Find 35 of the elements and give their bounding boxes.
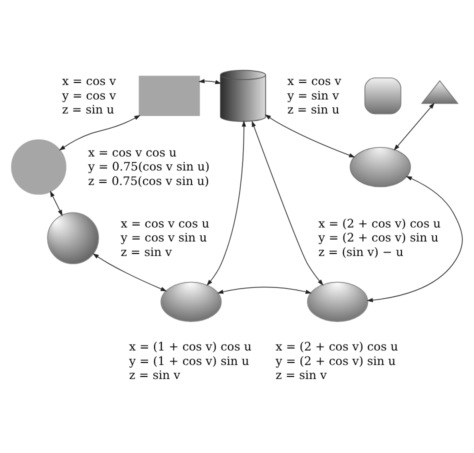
node-label: z = sin u [287, 102, 340, 117]
node-label: x = cos v [287, 74, 342, 88]
arrow [394, 102, 435, 151]
node-box [138, 76, 200, 116]
arrow [59, 115, 140, 150]
node-label: z = sin v [120, 244, 172, 259]
node-cone [420, 80, 459, 104]
node-label: y = (2 + cos v) sin u [276, 354, 396, 368]
node-label: y = 0.75(cos v sin u) [88, 160, 210, 174]
arrow [217, 286, 312, 294]
node-label: z = (sin v) − u [318, 244, 404, 259]
node-label: z = sin v [276, 368, 327, 382]
node-label: y = (2 + cos v) sin u [318, 230, 438, 245]
arrow [198, 79, 222, 84]
arrow [206, 120, 246, 286]
node-label: x = (2 + cos v) cos u [276, 340, 398, 354]
node-label: x = (2 + cos v) cos u [318, 216, 441, 231]
arrow [50, 190, 63, 216]
node-label: z = sin u [62, 102, 114, 117]
node-label: x = (1 + cos v) cos u [129, 340, 252, 354]
node-label: y = cos v sin u [120, 230, 207, 245]
node-label: z = sin v [129, 368, 180, 382]
arrow [92, 253, 167, 292]
arrow [264, 114, 356, 158]
arrow [252, 120, 324, 286]
node-label: y = cos v [62, 88, 116, 102]
node-label: x = cos v cos u [120, 216, 210, 231]
node-label: x = cos v cos u [88, 145, 177, 160]
node-label: y = sin v [287, 88, 339, 102]
node-coil [364, 77, 402, 114]
arrow [366, 176, 463, 302]
node-torus [307, 282, 368, 322]
node-label: x = cos v [62, 74, 116, 88]
node-label: y = (1 + cos v) sin u [129, 354, 250, 368]
node-label: z = 0.75(cos v sin u) [88, 174, 210, 188]
